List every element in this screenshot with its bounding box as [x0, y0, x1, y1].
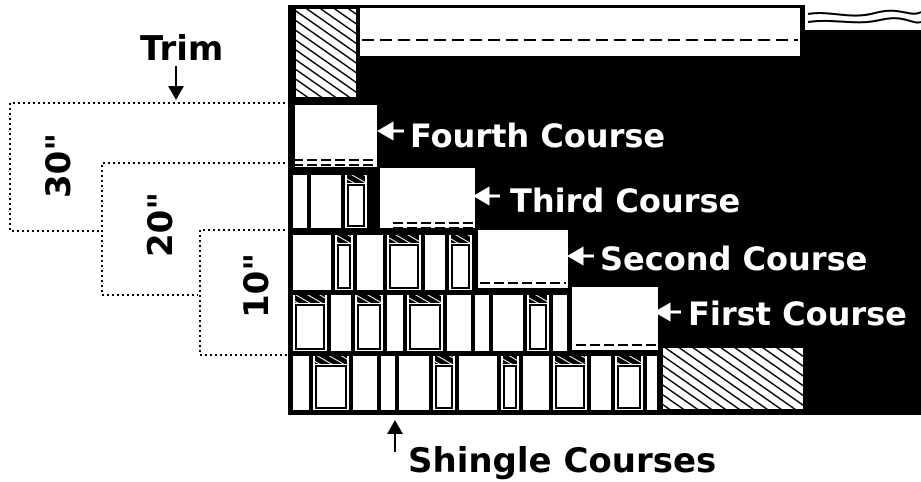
third-course-board	[380, 168, 475, 228]
nail-lines	[293, 159, 656, 352]
second-course-board	[478, 230, 568, 288]
shingle	[293, 356, 309, 410]
shingle-top-hatch	[617, 356, 641, 364]
bracket-10	[199, 229, 290, 356]
shingle	[591, 356, 611, 410]
shingle	[399, 356, 429, 410]
dimension-brackets	[9, 102, 290, 356]
shingle	[447, 295, 471, 351]
upper-siding-panel	[360, 8, 800, 56]
shingle	[493, 295, 523, 351]
dimension-10-label: 10"	[237, 253, 277, 318]
shingle-inner	[295, 304, 325, 350]
trim-arrow	[168, 66, 184, 100]
shingle-inner	[347, 184, 365, 227]
shingle-top-hatch	[409, 295, 441, 303]
shingle-inner	[315, 365, 347, 409]
shingle-top-hatch	[529, 295, 547, 303]
bracket-30	[9, 102, 290, 232]
shingle-inner	[389, 244, 419, 289]
course-shingles	[293, 175, 657, 410]
course-arrows	[377, 121, 681, 322]
shingle-top-hatch	[337, 235, 351, 243]
shingle-inner	[555, 365, 585, 409]
shingle-inner	[435, 365, 453, 409]
shingle	[647, 356, 657, 410]
shingle-inner	[617, 365, 641, 409]
hatched-base-block	[661, 346, 805, 411]
shingle-top-hatch	[389, 235, 419, 243]
shingle	[459, 356, 497, 410]
shingle-inner	[357, 304, 381, 350]
shingle-top-hatch	[315, 356, 347, 364]
shingle	[311, 175, 341, 228]
shingle	[293, 175, 307, 228]
dimension-30-label: 30"	[39, 133, 79, 198]
shingle-inner	[503, 365, 517, 409]
shingle-top-hatch	[357, 295, 381, 303]
first-course-board	[572, 287, 658, 350]
shingle	[475, 295, 489, 351]
shingle-inner	[337, 244, 351, 289]
shingle-top-hatch	[295, 295, 325, 303]
first-course-label: First Course	[688, 295, 907, 333]
fourth-course-board	[295, 105, 377, 167]
shingle-top-hatch	[555, 356, 585, 364]
trim-label: Trim	[140, 29, 223, 69]
second-course-label: Second Course	[600, 240, 867, 278]
trim-post	[294, 7, 358, 99]
shingle-courses-arrow	[387, 420, 403, 452]
shingle	[381, 356, 395, 410]
shingle-inner	[409, 304, 441, 350]
shingle	[387, 295, 403, 351]
shingle	[425, 235, 445, 290]
fourth-course-label: Fourth Course	[410, 117, 665, 155]
wood-grain-strip	[805, 8, 921, 30]
shingle-top-hatch	[503, 356, 517, 364]
third-course-label: Third Course	[510, 182, 740, 220]
shingle	[293, 235, 331, 290]
shingle	[357, 235, 383, 290]
dimension-20-label: 20"	[141, 192, 181, 257]
shingle-top-hatch	[347, 175, 365, 183]
roof-black-mass	[288, 5, 921, 415]
shingle	[523, 356, 549, 410]
shingle	[553, 295, 567, 351]
shingle-inner	[451, 244, 470, 289]
shingle-inner	[529, 304, 547, 350]
shingle	[353, 356, 377, 410]
shingle	[331, 295, 351, 351]
shingle-courses-label: Shingle Courses	[408, 441, 716, 481]
shingle-top-hatch	[435, 356, 453, 364]
shingle-top-hatch	[451, 235, 470, 243]
